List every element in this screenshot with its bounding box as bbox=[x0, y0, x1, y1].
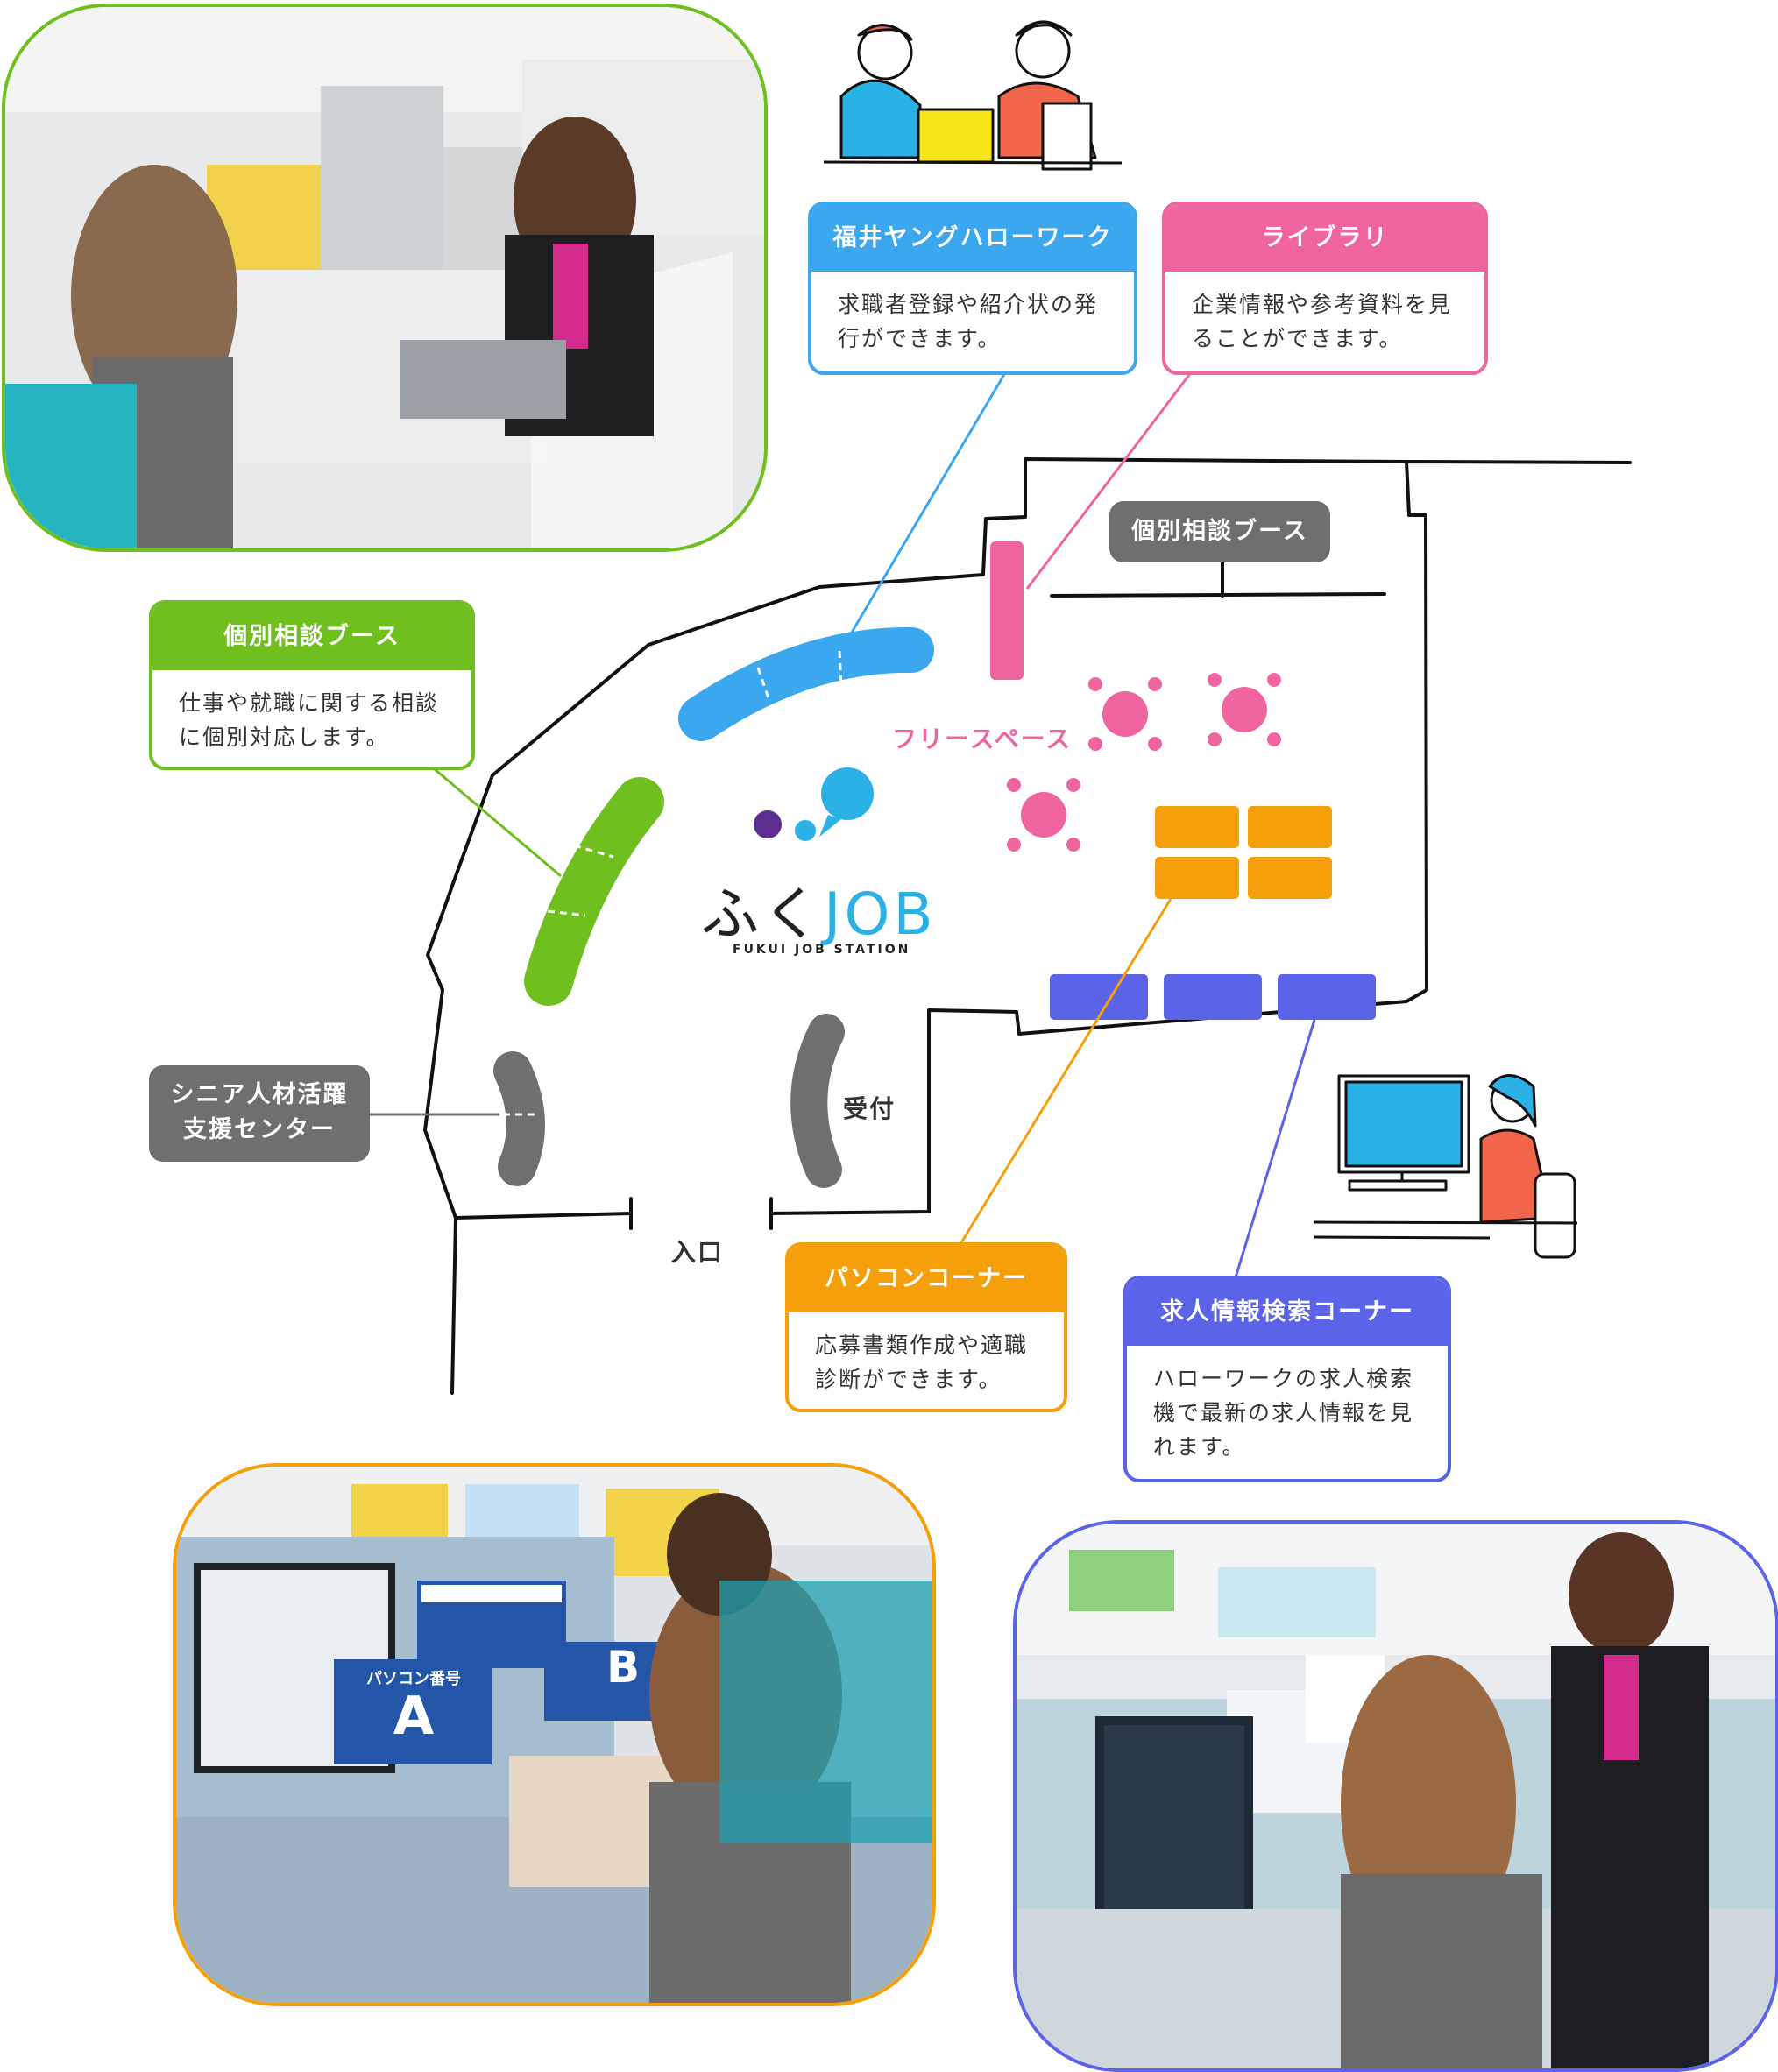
library-shelf bbox=[990, 541, 1024, 680]
pill-senior-center-line2: 支援センター bbox=[183, 1116, 336, 1143]
illustration-people-meeting bbox=[823, 20, 1123, 171]
card-job-search-corner-body: ハローワークの求人検索機で最新の求人情報を見れます。 bbox=[1153, 1366, 1414, 1460]
pc-sign-a-title: パソコン番号 bbox=[366, 1670, 461, 1688]
card-pc-corner-title: パソコンコーナー bbox=[789, 1246, 1064, 1312]
logo-bubble-large bbox=[821, 767, 874, 820]
logo-subtitle: FUKUI JOB STATION bbox=[733, 943, 911, 957]
logo-bubble-purple bbox=[754, 810, 782, 838]
pill-senior-center: シニア人材活躍 支援センター bbox=[149, 1065, 370, 1162]
job-search-terminals bbox=[1050, 974, 1376, 1020]
logo-text-hira: ふく bbox=[701, 880, 824, 948]
label-entrance: 入口 bbox=[671, 1238, 725, 1267]
consultation-booth-desk bbox=[524, 777, 664, 1006]
photo-job-search-corner bbox=[1013, 1520, 1778, 2072]
card-library-body: 企業情報や参考資料を見ることができます。 bbox=[1192, 292, 1453, 351]
free-space-tables bbox=[1007, 673, 1281, 852]
card-young-hellowork-title: 福井ヤングハローワーク bbox=[811, 205, 1134, 272]
card-library: ライブラリ 企業情報や参考資料を見ることができます。 bbox=[1162, 202, 1488, 375]
floor-plan-walls bbox=[423, 457, 1632, 1395]
card-pc-corner-body: 応募書類作成や適職診断ができます。 bbox=[815, 1333, 1029, 1392]
card-consultation-booth-title: 個別相談ブース bbox=[152, 604, 471, 670]
pc-sign-a-letter: A bbox=[393, 1686, 435, 1747]
pill-senior-center-line1: シニア人材活躍 bbox=[170, 1081, 349, 1108]
senior-center-desk bbox=[493, 1051, 545, 1186]
pc-corner-desks bbox=[1155, 806, 1332, 899]
logo-text-job: JOB bbox=[824, 880, 937, 948]
pc-sign-b-letter: B bbox=[606, 1642, 641, 1693]
photo-consultation-booth bbox=[2, 4, 768, 552]
label-reception: 受付 bbox=[843, 1094, 896, 1123]
card-job-search-corner: 求人情報検索コーナー ハローワークの求人検索機で最新の求人情報を見れます。 bbox=[1123, 1276, 1451, 1482]
card-consultation-booth-body: 仕事や就職に関する相談に個別対応します。 bbox=[179, 690, 440, 750]
logo-bubble-small bbox=[795, 820, 816, 841]
photo-pc-corner: パソコン番号 A B bbox=[173, 1463, 936, 2006]
card-pc-corner: パソコンコーナー 応募書類作成や適職診断ができます。 bbox=[785, 1242, 1067, 1412]
illustration-person-computer bbox=[1314, 1074, 1578, 1259]
card-young-hellowork: 福井ヤングハローワーク 求職者登録や紹介状の発行ができます。 bbox=[808, 202, 1137, 375]
card-library-title: ライブラリ bbox=[1165, 205, 1484, 272]
card-job-search-corner-title: 求人情報検索コーナー bbox=[1127, 1279, 1448, 1346]
card-young-hellowork-body: 求職者登録や紹介状の発行ができます。 bbox=[838, 292, 1099, 351]
young-hellowork-counter bbox=[678, 626, 934, 741]
pill-consultation-booth: 個別相談ブース bbox=[1109, 501, 1330, 562]
label-free-space: フリースペース bbox=[892, 725, 1073, 753]
reception-desk bbox=[790, 1014, 845, 1188]
card-consultation-booth: 個別相談ブース 仕事や就職に関する相談に個別対応します。 bbox=[149, 600, 475, 770]
